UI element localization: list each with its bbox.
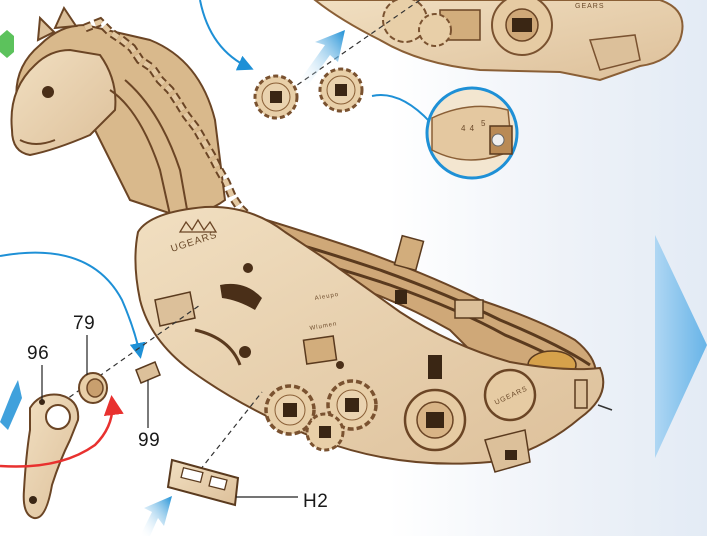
body-gear-3 bbox=[307, 414, 343, 450]
arrow-blue-top bbox=[200, 0, 250, 68]
body-gear-1 bbox=[266, 386, 314, 434]
insert-arrow-left bbox=[0, 380, 22, 430]
small-gear-1 bbox=[255, 76, 297, 118]
body-wheel bbox=[405, 390, 465, 450]
body-wheel-branded: UGEARS bbox=[485, 370, 535, 420]
part-label-79: 79 bbox=[73, 313, 95, 335]
detail-zoom-circle: 4 4 5 bbox=[427, 88, 517, 178]
detail-mark-a: 4 4 bbox=[461, 124, 475, 133]
part-label-99: 99 bbox=[138, 430, 160, 452]
insert-arrow-bottom bbox=[140, 496, 172, 536]
green-hex-icon bbox=[0, 30, 14, 58]
detail-mark-b: 5 bbox=[481, 119, 486, 128]
chevron-right-icon[interactable] bbox=[655, 235, 707, 458]
guide-line-bottom bbox=[200, 392, 262, 470]
part-label-H2: H2 bbox=[303, 491, 328, 513]
part-label-96: 96 bbox=[27, 343, 49, 365]
zoom-connector bbox=[372, 95, 430, 122]
part-79 bbox=[79, 373, 107, 403]
part-99 bbox=[136, 362, 160, 383]
arrow-blue-left bbox=[0, 253, 140, 355]
part-96 bbox=[24, 395, 78, 519]
brand-engraving-top: GEARS bbox=[575, 3, 605, 10]
small-gear-2 bbox=[320, 69, 362, 111]
top-assembly: GEARS bbox=[315, 0, 683, 80]
